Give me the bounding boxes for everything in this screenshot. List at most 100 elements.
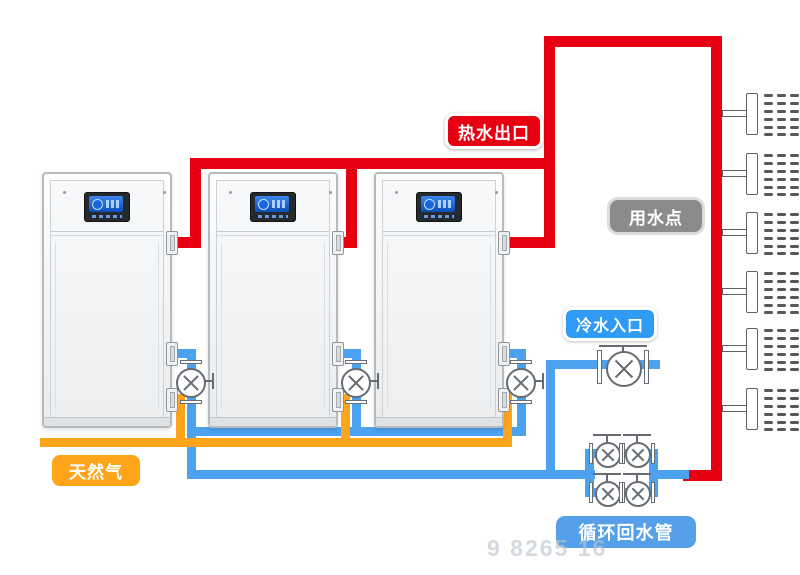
shower-arm bbox=[722, 345, 748, 352]
pump-flange bbox=[619, 443, 623, 464]
gas-drop-boiler1 bbox=[176, 394, 185, 447]
shower-plate bbox=[746, 271, 758, 313]
natural-gas-label: 天然气 bbox=[69, 463, 123, 482]
boiler-base bbox=[210, 417, 336, 426]
cold-port-boiler3 bbox=[498, 342, 510, 366]
valve-flange bbox=[180, 360, 202, 364]
water-use-point-badge: 用水点 bbox=[607, 197, 705, 235]
circulation-return-label: 循环回水管 bbox=[578, 523, 674, 543]
pump-flange bbox=[651, 443, 655, 464]
hot-water-outlet-boiler3 bbox=[501, 237, 555, 248]
pump-flange bbox=[589, 443, 593, 464]
panel-seam bbox=[51, 231, 163, 232]
gas-port-boiler3 bbox=[498, 388, 510, 412]
boiler-door bbox=[216, 180, 330, 420]
valve-flange bbox=[597, 350, 602, 384]
valve-handle bbox=[204, 380, 213, 382]
panel-seam bbox=[51, 235, 163, 236]
watermark-text: 9 8265 16 bbox=[487, 535, 608, 561]
pump-handle bbox=[636, 436, 638, 443]
circulation-pump-1 bbox=[589, 434, 625, 474]
shower-head-5 bbox=[722, 328, 800, 371]
pump-body bbox=[595, 442, 621, 468]
shower-plate bbox=[746, 153, 758, 195]
cold-inlet-valve bbox=[597, 340, 649, 392]
cold-stub-boiler3 bbox=[501, 349, 526, 358]
panel-seam bbox=[383, 235, 495, 236]
hot-water-top-run bbox=[544, 36, 722, 47]
cold-drop-boiler1 bbox=[187, 349, 196, 479]
gas-port-boiler1 bbox=[166, 388, 178, 412]
valve-handle bbox=[369, 380, 378, 382]
hot-water-outlet-boiler1 bbox=[169, 237, 201, 248]
shower-head-1 bbox=[722, 93, 800, 136]
door-groove bbox=[158, 243, 159, 409]
hot-water-outlet-label: 热水出口 bbox=[458, 123, 530, 143]
pump-loop-left bbox=[585, 449, 594, 497]
shower-arm bbox=[722, 288, 748, 295]
hot-water-riser-boiler1 bbox=[190, 158, 201, 248]
lcd-display bbox=[421, 196, 455, 212]
shower-plate bbox=[746, 93, 758, 135]
valve-body bbox=[606, 351, 642, 387]
hot-water-riser-boiler2 bbox=[346, 158, 357, 248]
shower-arm bbox=[722, 110, 748, 117]
cold-inlet-drop bbox=[546, 360, 555, 479]
shower-arm bbox=[722, 405, 748, 412]
shower-head-6 bbox=[722, 388, 800, 431]
cold-port-boiler1 bbox=[166, 342, 178, 366]
cold-stub-boiler1 bbox=[169, 349, 196, 358]
valve-boiler3 bbox=[502, 360, 546, 404]
valve-boiler2 bbox=[337, 360, 381, 404]
door-groove bbox=[490, 243, 491, 409]
shower-plate bbox=[746, 212, 758, 254]
pump-loop-outlet bbox=[649, 470, 689, 479]
corner-screws bbox=[395, 191, 398, 194]
shower-head-2 bbox=[722, 153, 800, 196]
valve-boiler1 bbox=[172, 360, 216, 404]
hot-water-outlet-badge: 热水出口 bbox=[445, 113, 543, 149]
door-groove bbox=[324, 243, 325, 409]
shower-plate bbox=[746, 388, 758, 430]
panel-seam bbox=[383, 231, 495, 232]
panel-seam bbox=[217, 231, 329, 232]
cold-supply-manifold bbox=[187, 427, 526, 436]
valve-body bbox=[506, 368, 536, 398]
door-groove bbox=[221, 243, 222, 409]
control-panel bbox=[84, 192, 130, 222]
boiler-unit-1 bbox=[42, 172, 172, 428]
hot-water-main-riser bbox=[544, 36, 555, 248]
hot-water-manifold bbox=[190, 158, 555, 169]
control-panel bbox=[250, 192, 296, 222]
valve-flange bbox=[345, 400, 367, 404]
pump-flange bbox=[651, 482, 655, 503]
boiler-unit-3 bbox=[374, 172, 504, 428]
shower-plate bbox=[746, 328, 758, 370]
pump-flange bbox=[619, 482, 623, 503]
circulation-pump-4 bbox=[619, 473, 655, 513]
valve-handle bbox=[377, 373, 379, 389]
cold-water-inlet-badge: 冷水入口 bbox=[563, 307, 657, 341]
cold-stub-boiler2 bbox=[335, 349, 361, 358]
hot-water-return-stub bbox=[683, 470, 722, 481]
valve-handle bbox=[212, 373, 214, 389]
circulation-return-badge: 循环回水管 bbox=[556, 516, 696, 548]
circulation-pump-2 bbox=[619, 434, 655, 474]
hot-water-outlet-boiler2 bbox=[335, 237, 357, 248]
corner-screws bbox=[63, 191, 66, 194]
gas-main-line bbox=[40, 438, 512, 447]
shower-head-3 bbox=[722, 212, 800, 255]
pump-handle bbox=[606, 475, 608, 482]
pump-flange bbox=[589, 482, 593, 503]
hot-port-boiler3 bbox=[498, 231, 510, 255]
pump-handle bbox=[593, 473, 621, 475]
pump-body bbox=[595, 481, 621, 507]
lcd-display bbox=[255, 196, 289, 212]
gas-drop-boiler3 bbox=[503, 394, 512, 447]
valve-flange bbox=[345, 360, 367, 364]
pump-body bbox=[625, 481, 651, 507]
valve-handle bbox=[599, 345, 647, 347]
valve-flange bbox=[644, 350, 649, 384]
valve-flange bbox=[510, 400, 532, 404]
